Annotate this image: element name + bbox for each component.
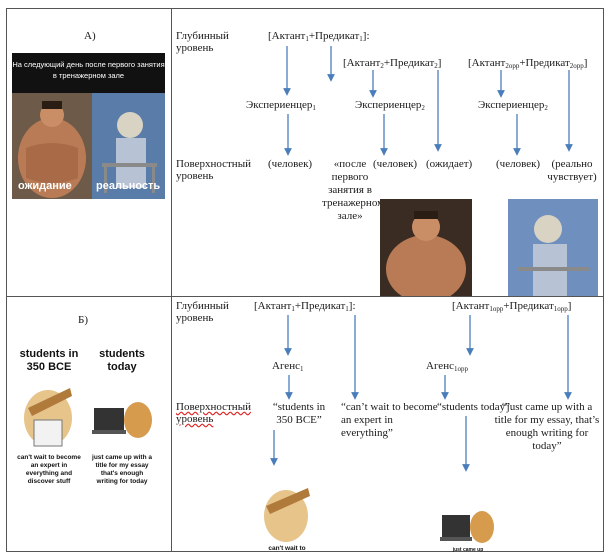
row-b-surface-level: Поверхностный уровень [176, 401, 266, 425]
row-b-deep-level: Глубинный уровень [176, 300, 229, 324]
row-b-actant1-predicate1: [Актант1+Предикат1]: [254, 300, 356, 313]
row-a-word-posle: «после первого занятия в тренажерном зал… [322, 158, 385, 222]
row-b-doge-small-caption: can't wait to [268, 545, 306, 552]
old-man-illustration [508, 199, 598, 296]
meme-a-image [12, 93, 165, 199]
meme-b-doge-right [92, 390, 154, 442]
doge-with-telescope-illustration [24, 388, 72, 447]
meme-a-caption-reality: реальность [96, 180, 161, 192]
meme-a-caption-expectation: ожидание [18, 180, 72, 192]
table-border-right [603, 8, 604, 552]
row-b-agens1: Агенс1 [272, 360, 304, 373]
column-divider [171, 8, 172, 552]
row-a-actant2-predicate2: [Актант2+Предикат2] [343, 57, 442, 70]
muscle-man-illustration [380, 199, 472, 303]
doge-telescope-small [264, 488, 310, 542]
meme-a-header: На следующий день после первого занятия … [12, 53, 165, 93]
row-b-doge-laptop-image [440, 505, 496, 549]
row-a-oldman-image [508, 199, 598, 296]
meme-b-title-left: students in 350 BCE [19, 348, 79, 373]
row-a-muscle-image [380, 199, 472, 303]
row-b-label: Б) [78, 314, 88, 326]
doge-with-laptop-illustration [92, 402, 152, 438]
meme-b-caption-right: just came up with a title for my essay t… [92, 454, 152, 485]
meme-b-title-right: students today [99, 348, 145, 373]
table-border-left [6, 8, 7, 552]
row-b-agens1opp: Агенс1opp [426, 360, 468, 373]
row-a-label: А) [84, 30, 96, 42]
row-a-word-realno: (реально чувствует) [547, 158, 597, 183]
meme-b-caption-left: can't wait to become an expert in everyt… [17, 454, 81, 485]
row-b-surface-level-text: Поверхностный уровень [176, 401, 251, 425]
row-b-word-studentstoday: “students today” [437, 401, 511, 413]
row-divider [6, 296, 604, 297]
row-b-doge-telescope-image [258, 482, 316, 546]
row-b-actant1opp-predicate1opp: [Актант1opp+Предикат1opp] [452, 300, 572, 313]
meme-b-doge-left [18, 378, 80, 450]
doge-laptop-small [440, 511, 494, 543]
row-a-actant2opp-predicate2opp: [Актант2opp+Предикат2opp] [468, 57, 588, 70]
row-b-word-justcame: “just came up with a title for my essay,… [494, 401, 600, 452]
row-b-word-students350: “students in 350 BCE” [272, 401, 326, 426]
row-a-experiencer2: Экспериенцер2 [355, 99, 425, 112]
row-a-experiencer1: Экспериенцер1 [246, 99, 316, 112]
table-border-bottom [6, 551, 604, 552]
row-a-experiencer2b: Экспериенцер2 [478, 99, 548, 112]
row-a-word-chelovek3: (человек) [496, 158, 541, 170]
row-a-word-chelovek2: (человек) [373, 158, 418, 170]
table-border-top [6, 8, 604, 9]
row-a-surface-level: Поверхностный уровень [176, 158, 251, 182]
row-a-actant1-predicate1: [Актант1+Предикат1]: [268, 30, 370, 43]
row-b-doge-laptop-caption: just came up [452, 547, 484, 553]
row-a-word-ozhidaet: (ожидает) [426, 158, 473, 170]
row-a-deep-level: Глубинный уровень [176, 30, 229, 54]
row-b-word-cantwait: “can’t wait to become an expert in every… [341, 401, 438, 439]
row-a-word-chelovek1: (человек) [268, 158, 313, 170]
